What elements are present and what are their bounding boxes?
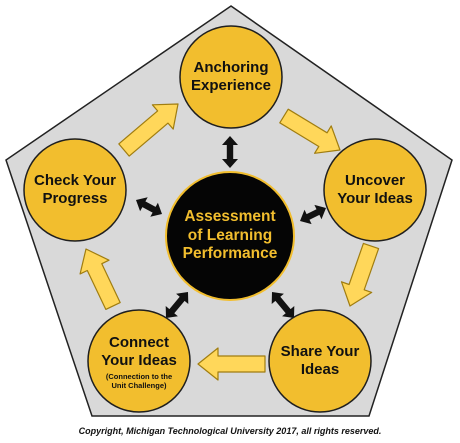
stage-circle-connect [87,309,191,413]
flow-arrow-uncover-to-share [340,242,380,307]
double-arrow-center-anchoring [222,136,238,168]
copyright-notice: Copyright, Michigan Technological Univer… [78,426,382,436]
double-arrow-center-check [136,197,162,217]
stage-circle-anchoring [179,25,283,129]
double-arrow-center-share [271,292,295,318]
double-arrow-center-uncover [300,204,326,225]
center-circle-assessment [165,171,295,301]
stage-circle-check [23,138,127,242]
flow-arrow-check-to-anchoring [118,103,179,157]
flow-arrow-connect-to-check [79,248,121,310]
cycle-diagram [5,5,453,417]
flow-arrow-anchoring-to-uncover [279,108,341,154]
stage-circle-share [268,309,372,413]
double-arrow-center-connect [165,292,189,318]
flow-arrow-share-to-connect [197,347,266,381]
stage-circle-uncover [323,138,427,242]
